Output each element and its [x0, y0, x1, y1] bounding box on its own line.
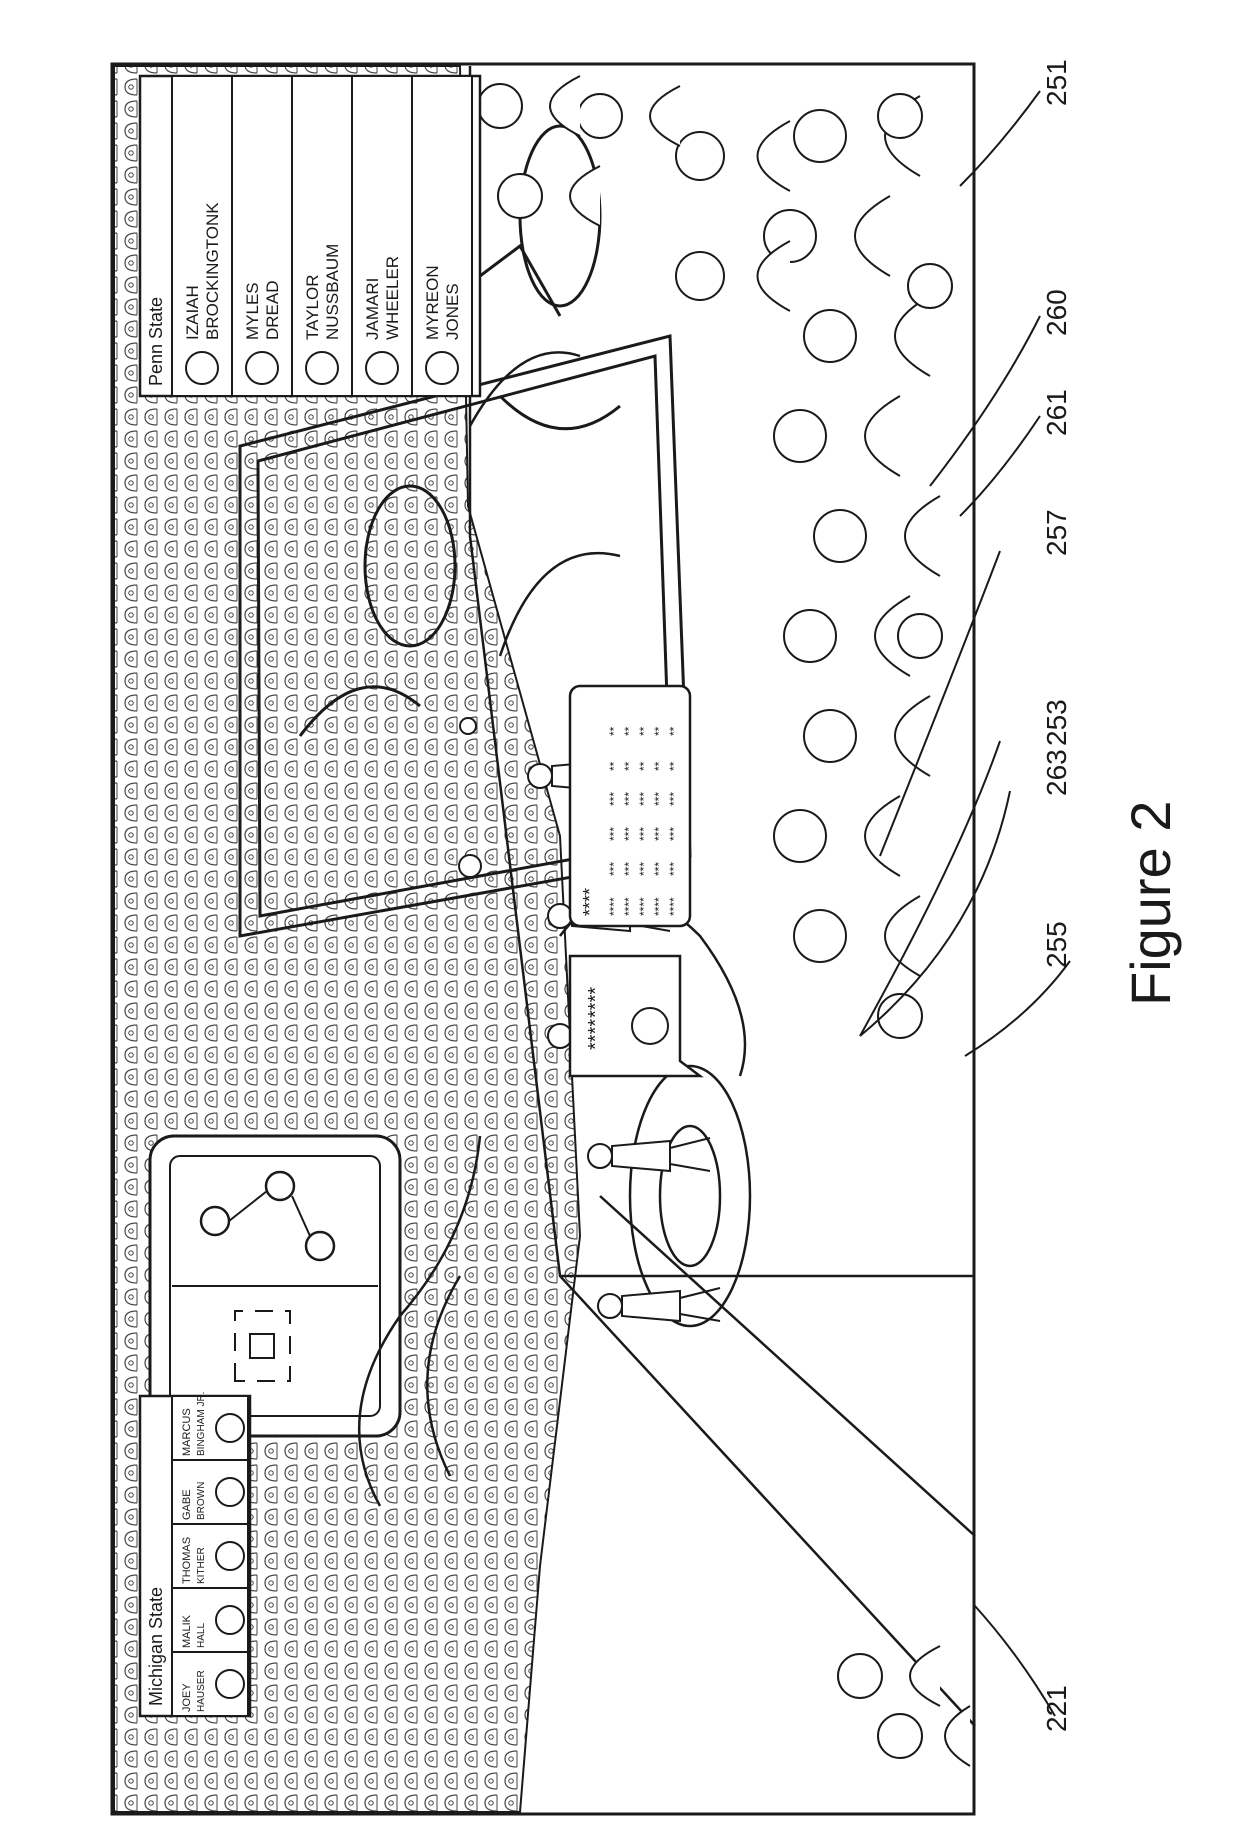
stats-cell: ****	[667, 897, 681, 916]
right-player-row: MYREONJONES	[412, 76, 472, 396]
right-player-last: DREAD	[263, 280, 282, 340]
right-player-first: MYREON	[423, 265, 442, 340]
stats-cell: **	[667, 726, 681, 736]
stats-cell: ****	[622, 897, 636, 916]
stats-cell: ****	[652, 897, 666, 916]
player-portrait-icon	[366, 352, 398, 384]
right-roster-team: Penn State	[146, 297, 166, 386]
right-player-row: JAMARIWHEELER	[352, 76, 412, 396]
left-roster-panel: Michigan State JOEYHAUSERMALIKHALLTHOMAS…	[140, 1392, 250, 1716]
left-player-last: HAUSER	[196, 1670, 207, 1712]
ref-221: 221	[1041, 1685, 1072, 1732]
right-player-row: IZAIAHBROCKINGTONK	[172, 76, 232, 396]
left-player-first: MARCUS	[181, 1408, 193, 1456]
stats-cell: ***	[637, 862, 651, 876]
left-player-last: HALL	[196, 1623, 207, 1648]
stats-cell: ***	[622, 827, 636, 841]
player-portrait-icon	[186, 352, 218, 384]
stats-cell: ***	[667, 827, 681, 841]
right-player-last: NUSSBAUM	[323, 244, 342, 340]
stats-header: ****	[580, 888, 600, 916]
stats-cell: **	[637, 726, 651, 736]
player-portrait-icon	[306, 352, 338, 384]
left-player-first: GABE	[181, 1489, 193, 1520]
right-player-row-box	[172, 76, 232, 396]
right-roster-players: IZAIAHBROCKINGTONKMYLESDREADTAYLORNUSSBA…	[172, 76, 472, 396]
player-bubble: **** ****	[570, 956, 700, 1076]
ref-251: 251	[1041, 59, 1072, 106]
stats-cell: ***	[652, 792, 666, 806]
left-player-last: BROWN	[196, 1482, 207, 1520]
ref-261: 261	[1041, 389, 1072, 436]
stats-cell: ***	[637, 827, 651, 841]
right-player-row-box	[412, 76, 472, 396]
stats-cell: **	[652, 726, 666, 736]
right-player-first: JAMARI	[363, 278, 382, 340]
stats-cell: ****	[607, 897, 621, 916]
stats-cell: ***	[607, 792, 621, 806]
stats-cell: **	[607, 761, 621, 771]
stats-panel: **** ***********************************…	[570, 686, 690, 926]
left-player-row: GABEBROWN	[172, 1460, 248, 1524]
stats-cell: ***	[667, 792, 681, 806]
left-player-first: JOEY	[181, 1683, 193, 1712]
stats-cell: **	[637, 761, 651, 771]
ref-253: 253	[1041, 699, 1072, 746]
stats-cell: **	[622, 761, 636, 771]
bubble-line1: ****	[585, 1019, 607, 1050]
stats-cell: ***	[652, 862, 666, 876]
left-roster-team: Michigan State	[146, 1587, 166, 1706]
right-roster-panel: Penn State IZAIAHBROCKINGTONKMYLESDREADT…	[140, 76, 480, 396]
figure-caption: Figure 2	[1119, 801, 1182, 1006]
stats-cell: **	[622, 726, 636, 736]
stats-cell: **	[652, 761, 666, 771]
reference-numerals: 221 251 253 255 257 260 261 263	[1041, 59, 1072, 1732]
left-player-first: MALIK	[181, 1614, 193, 1648]
right-player-row: TAYLORNUSSBAUM	[292, 76, 352, 396]
player-portrait-icon	[246, 352, 278, 384]
player-portrait-icon	[216, 1670, 244, 1698]
stats-cell: ****	[637, 897, 651, 916]
right-player-first: TAYLOR	[303, 275, 322, 341]
left-player-row: MARCUSBINGHAM JR.	[172, 1392, 248, 1460]
right-player-first: MYLES	[243, 282, 262, 340]
right-player-last: BROCKINGTONK	[203, 202, 222, 340]
bubble-line2: ****	[585, 987, 607, 1018]
left-player-last: KITHER	[196, 1547, 207, 1584]
player-portrait-icon	[426, 352, 458, 384]
left-player-row: THOMASKITHER	[172, 1524, 248, 1588]
player-portrait-icon	[216, 1414, 244, 1442]
stats-cell: ***	[637, 792, 651, 806]
stats-cell: ***	[667, 862, 681, 876]
stats-cell: **	[607, 726, 621, 736]
right-player-last: WHEELER	[383, 256, 402, 340]
right-player-row-box	[292, 76, 352, 396]
left-player-row: JOEYHAUSER	[172, 1652, 248, 1716]
player-portrait-icon	[216, 1478, 244, 1506]
right-player-row-box	[232, 76, 292, 396]
right-player-row-box	[352, 76, 412, 396]
ref-263: 263	[1041, 749, 1072, 796]
stats-cell: ***	[652, 827, 666, 841]
left-player-first: THOMAS	[181, 1537, 193, 1584]
right-player-last: JONES	[443, 283, 462, 340]
ref-255: 255	[1041, 921, 1072, 968]
right-player-row: MYLESDREAD	[232, 76, 292, 396]
stats-cell: **	[667, 761, 681, 771]
player-portrait-icon	[216, 1542, 244, 1570]
left-player-last: BINGHAM JR.	[196, 1392, 207, 1456]
right-player-first: IZAIAH	[183, 285, 202, 340]
stats-cell: ***	[607, 862, 621, 876]
stats-cell: ***	[622, 792, 636, 806]
player-portrait-icon	[216, 1606, 244, 1634]
ref-260: 260	[1041, 289, 1072, 336]
stats-cell: ***	[622, 862, 636, 876]
stats-cell: ***	[607, 827, 621, 841]
ref-257: 257	[1041, 509, 1072, 556]
left-roster-players: JOEYHAUSERMALIKHALLTHOMASKITHERGABEBROWN…	[172, 1392, 248, 1716]
left-player-row: MALIKHALL	[172, 1588, 248, 1652]
